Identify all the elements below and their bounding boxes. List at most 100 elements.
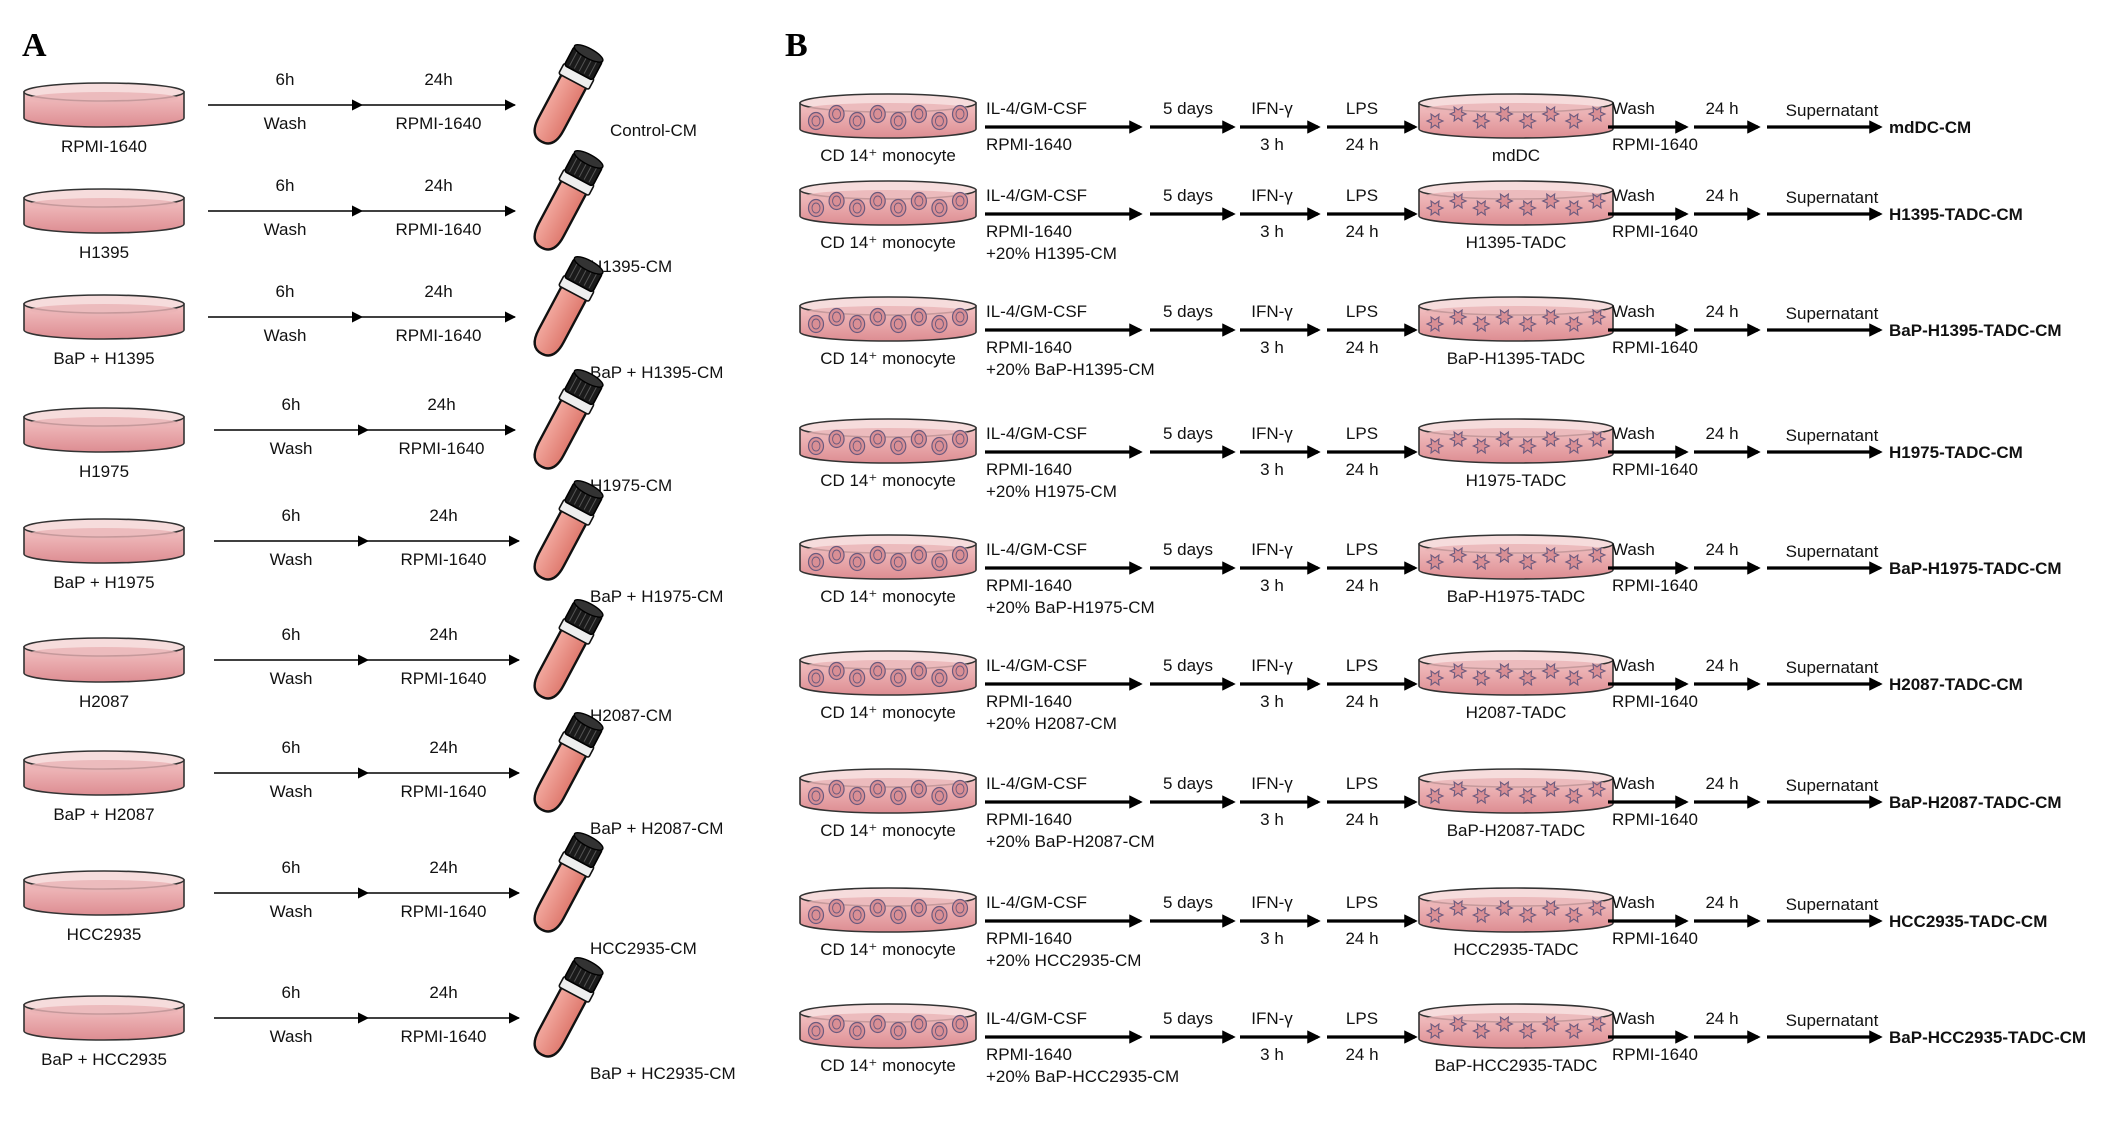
monocyte-dish [799,180,977,226]
tadc-cm-product-label: H1975-TADC-CM [1889,443,2023,462]
dendritic-cell-icon [1587,1015,1607,1033]
dendritic-cell-icon [1518,199,1537,217]
wash-medium-label: RPMI-1640 [1612,1045,1698,1064]
monocyte-cell-icon [890,111,907,131]
conditioned-medium-tube-icon [533,149,604,251]
dendritic-cell-icon [1425,787,1445,805]
hours-label: 24 h [1705,893,1738,912]
dendritic-cell-icon [1495,430,1514,448]
ifn-label: IFN-γ [1251,656,1293,675]
monocyte-cell-icon [951,429,969,449]
monocyte-cell-icon [828,661,845,681]
dendritic-cell-icon [1471,199,1491,217]
step-time-label: 6h [282,738,301,757]
monocyte-cell-icon [828,779,845,799]
monocyte-cell-icon [807,198,825,218]
monocyte-cell-icon [869,1014,886,1034]
product-label: BaP + H1975-CM [590,587,723,606]
dendritic-cell-icon [1564,669,1584,687]
monocyte-dish [799,534,977,580]
medium-label: RPMI-1640 [986,338,1072,357]
monocyte-cell-icon [931,111,948,131]
product-label: H2087-CM [590,706,672,725]
dendritic-cell-icon [1495,192,1514,210]
wash-medium-label: RPMI-1640 [1612,222,1698,241]
dc-label: H1395-TADC [1466,233,1567,252]
monocyte-cell-icon [951,104,969,124]
dendritic-cell-icon [1564,437,1584,455]
dendritic-cell-icon [1541,1015,1561,1033]
dendritic-cell-icon [1471,315,1491,333]
dendritic-cell-dish [1418,418,1614,464]
monocyte-cell-icon [828,104,845,124]
conditioned-medium-tube-icon [533,711,604,813]
dendritic-cell-icon [1518,906,1537,924]
dish-label: BaP + H2087 [53,805,154,824]
dendritic-cell-icon [1448,662,1468,680]
step-medium-label: RPMI-1640 [399,439,485,458]
dendritic-cell-icon [1425,553,1445,571]
step-medium-label: RPMI-1640 [401,782,487,801]
monocyte-cell-icon [807,314,825,334]
wash-medium-label: RPMI-1640 [1612,135,1698,154]
dendritic-cell-icon [1448,430,1468,448]
days-label: 5 days [1163,540,1213,559]
dendritic-cell-icon [1587,308,1607,326]
ifn-time-label: 3 h [1260,338,1284,357]
dendritic-cell-icon [1425,669,1445,687]
dendritic-cell-icon [1425,437,1445,455]
lps-time-label: 24 h [1345,222,1378,241]
supplement-label: +20% H2087-CM [986,714,1117,733]
ifn-label: IFN-γ [1251,99,1293,118]
monocyte-cell-icon [951,779,969,799]
dendritic-cell-dish [1418,93,1614,139]
wash-medium-label: RPMI-1640 [1612,692,1698,711]
monocyte-cell-icon [869,779,886,799]
medium-label: RPMI-1640 [986,222,1072,241]
panel-b-row: CD 14⁺ monocyteIL-4/GM-CSFRPMI-1640+20% … [799,180,2023,263]
step-time-label: 6h [282,625,301,644]
dc-label: H2087-TADC [1466,703,1567,722]
monocyte-cell-icon [931,786,948,806]
hours-label: 24 h [1705,656,1738,675]
dendritic-cell-icon [1587,662,1607,680]
monocyte-cell-icon [890,314,907,334]
monocyte-cell-icon [807,111,825,131]
monocyte-cell-icon [910,661,927,681]
monocyte-label: CD 14⁺ monocyte [820,349,956,368]
conditioned-medium-tube-icon [533,479,604,581]
lps-label: LPS [1346,186,1378,205]
ifn-label: IFN-γ [1251,424,1293,443]
dendritic-cell-dish [1418,887,1614,933]
monocyte-cell-icon [910,779,927,799]
medium-label: RPMI-1640 [986,692,1072,711]
dendritic-cell-icon [1564,906,1584,924]
monocyte-cell-icon [849,668,866,688]
monocyte-label: CD 14⁺ monocyte [820,471,956,490]
cytokine-label: IL-4/GM-CSF [986,99,1087,118]
cytokine-label: IL-4/GM-CSF [986,893,1087,912]
dendritic-cell-icon [1518,437,1537,455]
dc-label: BaP-H2087-TADC [1447,821,1586,840]
dendritic-cell-icon [1541,899,1561,917]
lps-time-label: 24 h [1345,135,1378,154]
supplement-label: +20% BaP-HCC2935-CM [986,1067,1179,1086]
hours-label: 24 h [1705,186,1738,205]
monocyte-cell-icon [931,1021,948,1041]
step-time-label: 6h [282,858,301,877]
monocyte-cell-icon [910,104,927,124]
supplement-label: +20% BaP-H1395-CM [986,360,1155,379]
cell-culture-dish [23,637,185,683]
supernatant-label: Supernatant [1786,1011,1879,1030]
monocyte-cell-icon [807,668,825,688]
dendritic-cell-dish [1418,768,1614,814]
hours-label: 24 h [1705,302,1738,321]
dendritic-cell-icon [1471,1022,1491,1040]
conditioned-medium-tube-icon [533,368,604,470]
step-action-label: Wash [270,782,313,801]
cytokine-label: IL-4/GM-CSF [986,656,1087,675]
dendritic-cell-icon [1564,553,1584,571]
